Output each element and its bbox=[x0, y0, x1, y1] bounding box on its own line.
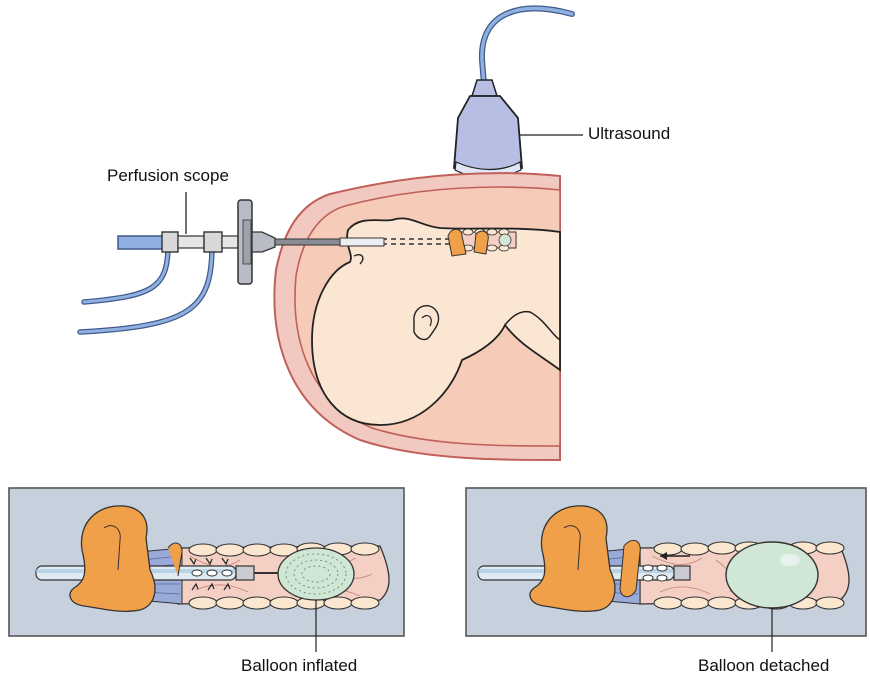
inflated-balloon bbox=[278, 548, 354, 600]
detached-balloon bbox=[726, 542, 818, 608]
label-ultrasound: Ultrasound bbox=[588, 124, 670, 144]
perfusion-tube-1 bbox=[84, 246, 168, 302]
panel-balloon-inflated bbox=[9, 488, 404, 652]
label-perfusion-scope: Perfusion scope bbox=[107, 166, 229, 186]
ultrasound-probe bbox=[454, 80, 522, 178]
label-balloon-inflated: Balloon inflated bbox=[241, 656, 357, 676]
upper-illustration bbox=[80, 9, 583, 460]
scope-shaft bbox=[275, 239, 345, 245]
panel-balloon-detached bbox=[466, 488, 866, 652]
label-balloon-detached: Balloon detached bbox=[698, 656, 829, 676]
